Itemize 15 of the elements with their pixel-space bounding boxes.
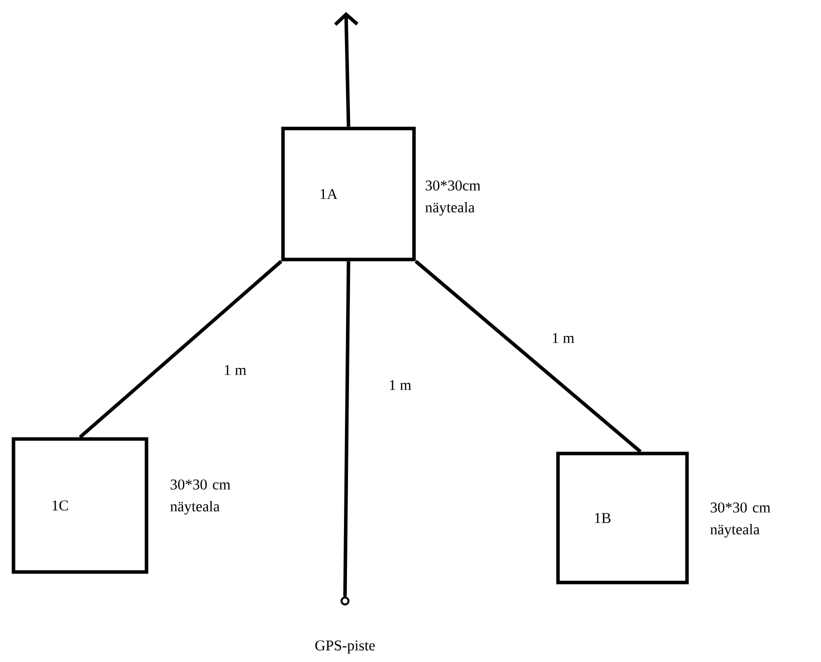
area-note: 30*30 cm näyteala xyxy=(170,479,230,515)
connector-line xyxy=(414,260,642,454)
area-note: 30*30cm näyteala xyxy=(425,180,480,216)
sample-plot-box: 1C xyxy=(12,437,148,574)
sample-plot-box: 1B xyxy=(556,452,689,584)
sample-plot-box: 1A xyxy=(281,126,416,262)
north-arrow xyxy=(334,12,358,127)
distance-label: 1 m xyxy=(550,332,576,344)
gps-point-marker xyxy=(340,596,350,606)
area-note: 30*30 cm näyteala xyxy=(710,502,770,538)
connector-line xyxy=(78,260,282,439)
distance-label: 1 m xyxy=(222,364,248,376)
distance-label: 1 m xyxy=(388,379,412,391)
connector-line xyxy=(343,261,350,597)
area-note: GPS-piste xyxy=(315,640,375,654)
